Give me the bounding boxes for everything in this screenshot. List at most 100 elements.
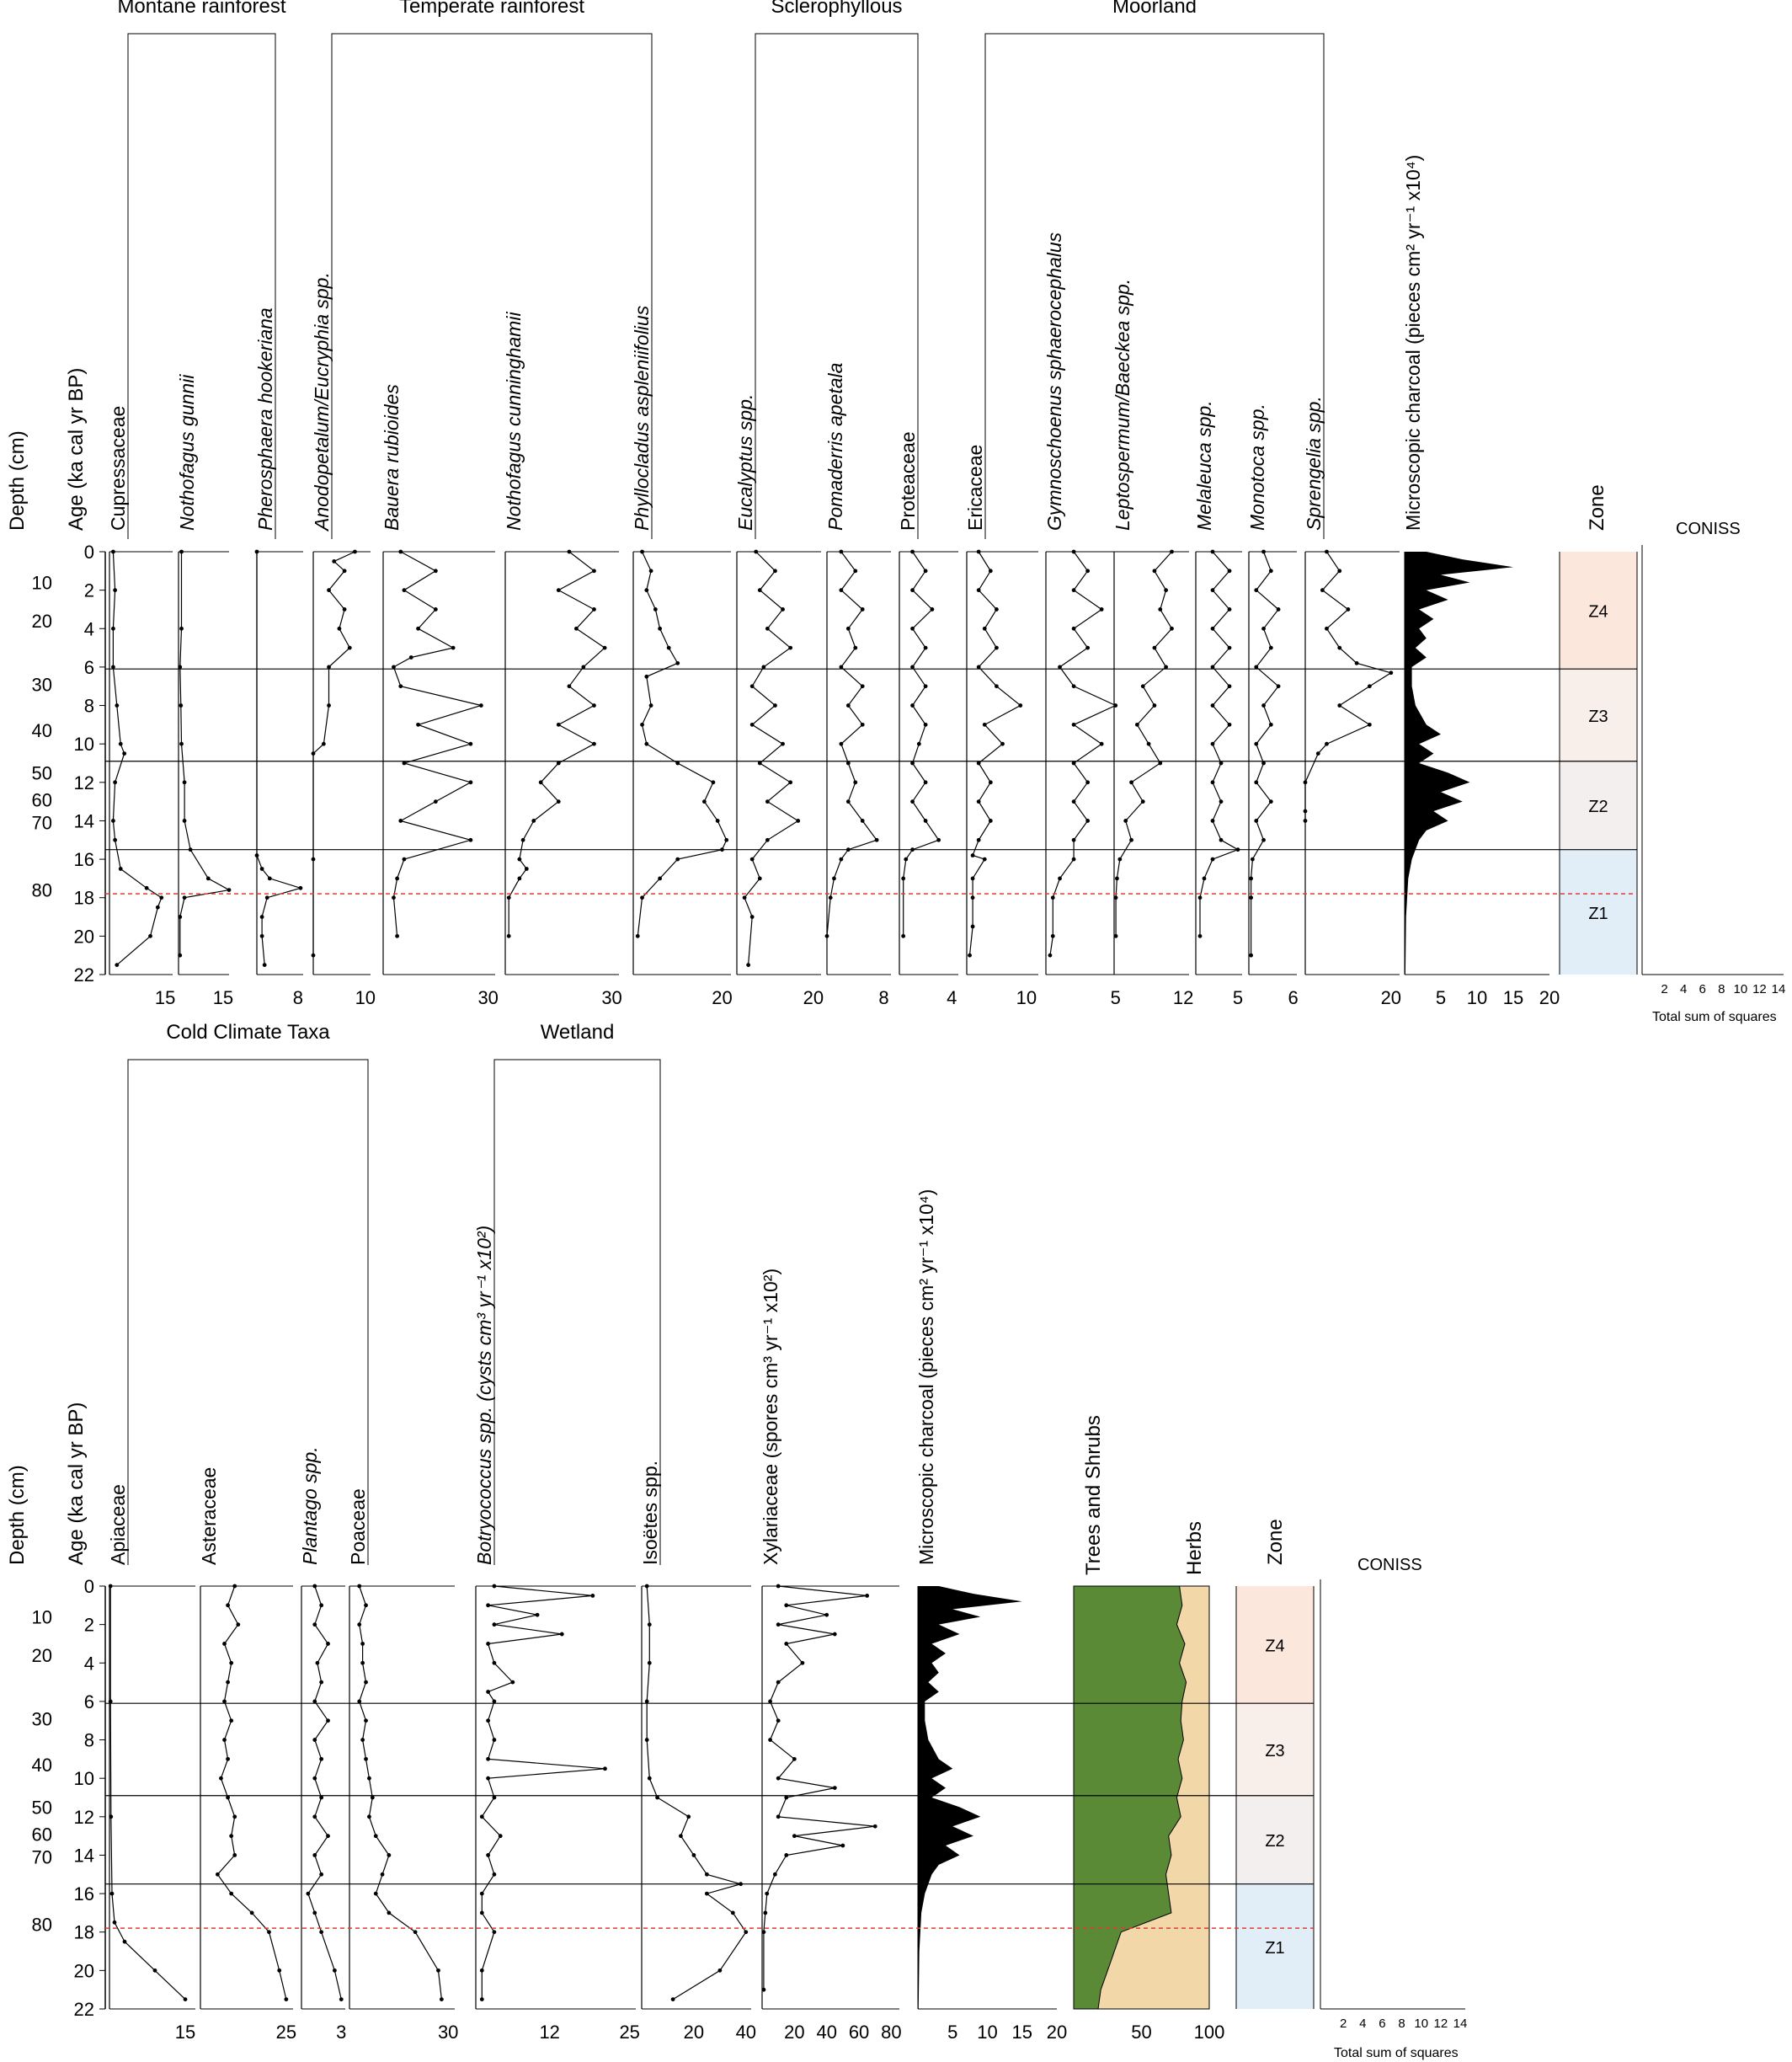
data-point	[1337, 569, 1342, 574]
taxon-curve	[312, 551, 355, 956]
data-point	[486, 1756, 491, 1761]
taxon-tick-label: 40	[736, 2022, 756, 2043]
bottom-coniss-xlabel: Total sum of squares	[1334, 2046, 1459, 2060]
data-point	[1071, 684, 1076, 689]
data-point	[492, 1622, 497, 1627]
data-point	[1254, 741, 1259, 746]
data-point	[592, 569, 596, 574]
data-point	[478, 703, 483, 708]
data-point	[364, 1718, 368, 1723]
data-point	[832, 1632, 837, 1637]
data-point	[1249, 953, 1254, 958]
data-point	[874, 837, 879, 842]
data-point	[666, 645, 671, 650]
data-point	[648, 703, 653, 708]
data-point	[108, 1584, 113, 1589]
data-point	[1210, 857, 1215, 862]
data-point	[644, 1699, 649, 1704]
zone-band	[1560, 669, 1637, 761]
taxon-tick-label: 8	[293, 987, 303, 1008]
data-point	[311, 953, 316, 958]
taxon-column: Leptospermum/Baeckea spp.12	[1112, 279, 1193, 1008]
data-point	[765, 799, 770, 804]
data-point	[108, 1699, 113, 1704]
taxon-curve	[307, 1585, 342, 2000]
taxon-tick-label: 15	[175, 2022, 195, 2043]
age-tick-label: 16	[74, 1883, 94, 1904]
data-point	[148, 933, 152, 938]
taxon-label: Asteraceae	[198, 1467, 220, 1565]
data-point	[259, 915, 264, 919]
data-point	[1261, 549, 1266, 554]
data-point	[311, 857, 316, 862]
taxon-label: Eucalyptus spp.	[734, 394, 756, 531]
data-point	[517, 857, 522, 862]
taxon-label: Gymnoschoenus sphaerocephalus	[1043, 232, 1065, 531]
data-point	[1210, 819, 1215, 823]
data-point	[776, 1814, 781, 1819]
zone-band	[1236, 1703, 1314, 1796]
zone-label: Z2	[1588, 798, 1608, 816]
depth-tick-label: 50	[32, 1797, 52, 1818]
data-point	[413, 1930, 418, 1935]
taxon-label: Ericaceae	[964, 445, 986, 531]
data-point	[784, 1853, 789, 1857]
coniss-tick-label: 12	[1752, 982, 1767, 996]
taxon-tick-label: 25	[619, 2022, 639, 2043]
taxon-curve	[359, 1585, 442, 2000]
taxon-label: Proteaceae	[897, 431, 919, 531]
data-point	[360, 1642, 365, 1646]
data-point	[1219, 761, 1224, 766]
data-point	[219, 1776, 223, 1781]
data-point	[492, 1795, 497, 1800]
data-point	[644, 741, 649, 746]
age-tick-label: 14	[74, 1845, 94, 1866]
taxon-curve	[637, 551, 728, 937]
group-bracket	[984, 33, 1325, 539]
data-point	[312, 1622, 317, 1627]
data-point	[916, 741, 921, 746]
data-point	[1337, 645, 1342, 650]
taxon-tick-label: 30	[601, 987, 621, 1008]
data-point	[486, 1642, 491, 1646]
data-point	[1152, 703, 1157, 708]
data-point	[1254, 780, 1259, 785]
data-point	[395, 933, 400, 938]
data-point	[976, 588, 981, 593]
taxon-tick-label: 25	[276, 2022, 296, 2043]
group-label: Temperate rainforest	[399, 0, 584, 18]
data-point	[113, 837, 118, 842]
data-point	[264, 895, 269, 900]
data-point	[327, 703, 331, 708]
age-tick-label: 2	[84, 1615, 94, 1636]
data-point	[644, 1738, 649, 1742]
data-point	[839, 588, 844, 593]
data-point	[402, 857, 407, 862]
taxon-column: Anodopetalum/Eucryphia spp.10	[311, 272, 376, 1008]
data-point	[839, 857, 844, 862]
data-point	[520, 837, 525, 842]
data-point	[1018, 703, 1023, 708]
data-point	[772, 1872, 777, 1877]
data-point	[556, 799, 561, 804]
taxon-label: Anodopetalum/Eucryphia spp.	[311, 272, 333, 532]
data-point	[1325, 549, 1329, 554]
data-point	[1315, 751, 1320, 756]
data-point	[1071, 549, 1076, 554]
age-tick-label: 18	[74, 1922, 94, 1943]
data-point	[122, 751, 127, 756]
data-point	[567, 684, 572, 689]
data-point	[226, 1603, 230, 1608]
data-point	[357, 1622, 362, 1627]
data-point	[115, 703, 120, 708]
data-point	[326, 1718, 330, 1723]
bottom-panel: 02468101214161820221020304050607080Apiac…	[32, 1189, 1468, 2043]
taxon-label: Xylariaceae (spores cm³ yr⁻¹ x10²)	[760, 1269, 781, 1565]
data-point	[326, 1834, 330, 1839]
data-point	[1140, 799, 1145, 804]
